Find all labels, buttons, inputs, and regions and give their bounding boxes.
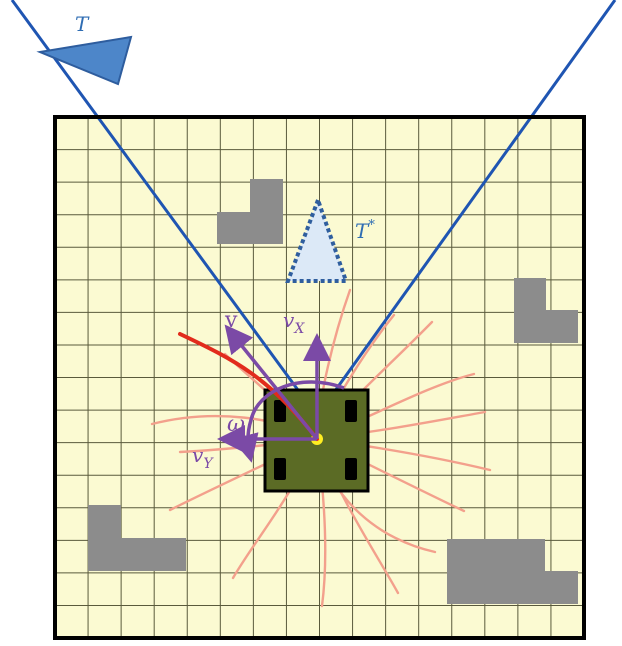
robot-wheel-rear-right (345, 458, 357, 480)
view-cone-left-ray (10, 0, 319, 417)
robot-wheel-front-right (345, 400, 357, 422)
target-star-triangle (285, 194, 349, 283)
target-triangle (36, 35, 133, 86)
omega-arc (231, 380, 345, 463)
velocity-label: v (224, 308, 238, 333)
obstacle-l-shape-right (514, 278, 578, 343)
obstacle-block-bottom-right (447, 539, 578, 604)
target-star-label: T* (355, 218, 375, 243)
view-cone (10, 0, 617, 417)
obstacle-l-shape-bottom-left (88, 505, 186, 571)
target-label: T (75, 12, 90, 36)
velocity-arrow (224, 324, 319, 441)
obstacles (88, 179, 578, 604)
view-cone-right-ray (315, 0, 617, 417)
map-border (53, 115, 586, 640)
robot-wheel-front-left (274, 400, 286, 422)
vx-label: vX (283, 308, 305, 337)
velocity-vectors (217, 324, 345, 463)
robot-wheel-rear-left (274, 458, 286, 480)
omega-label: ω (227, 412, 245, 437)
vy-label: vY (192, 443, 214, 472)
obstacle-l-shape-top (217, 179, 283, 244)
